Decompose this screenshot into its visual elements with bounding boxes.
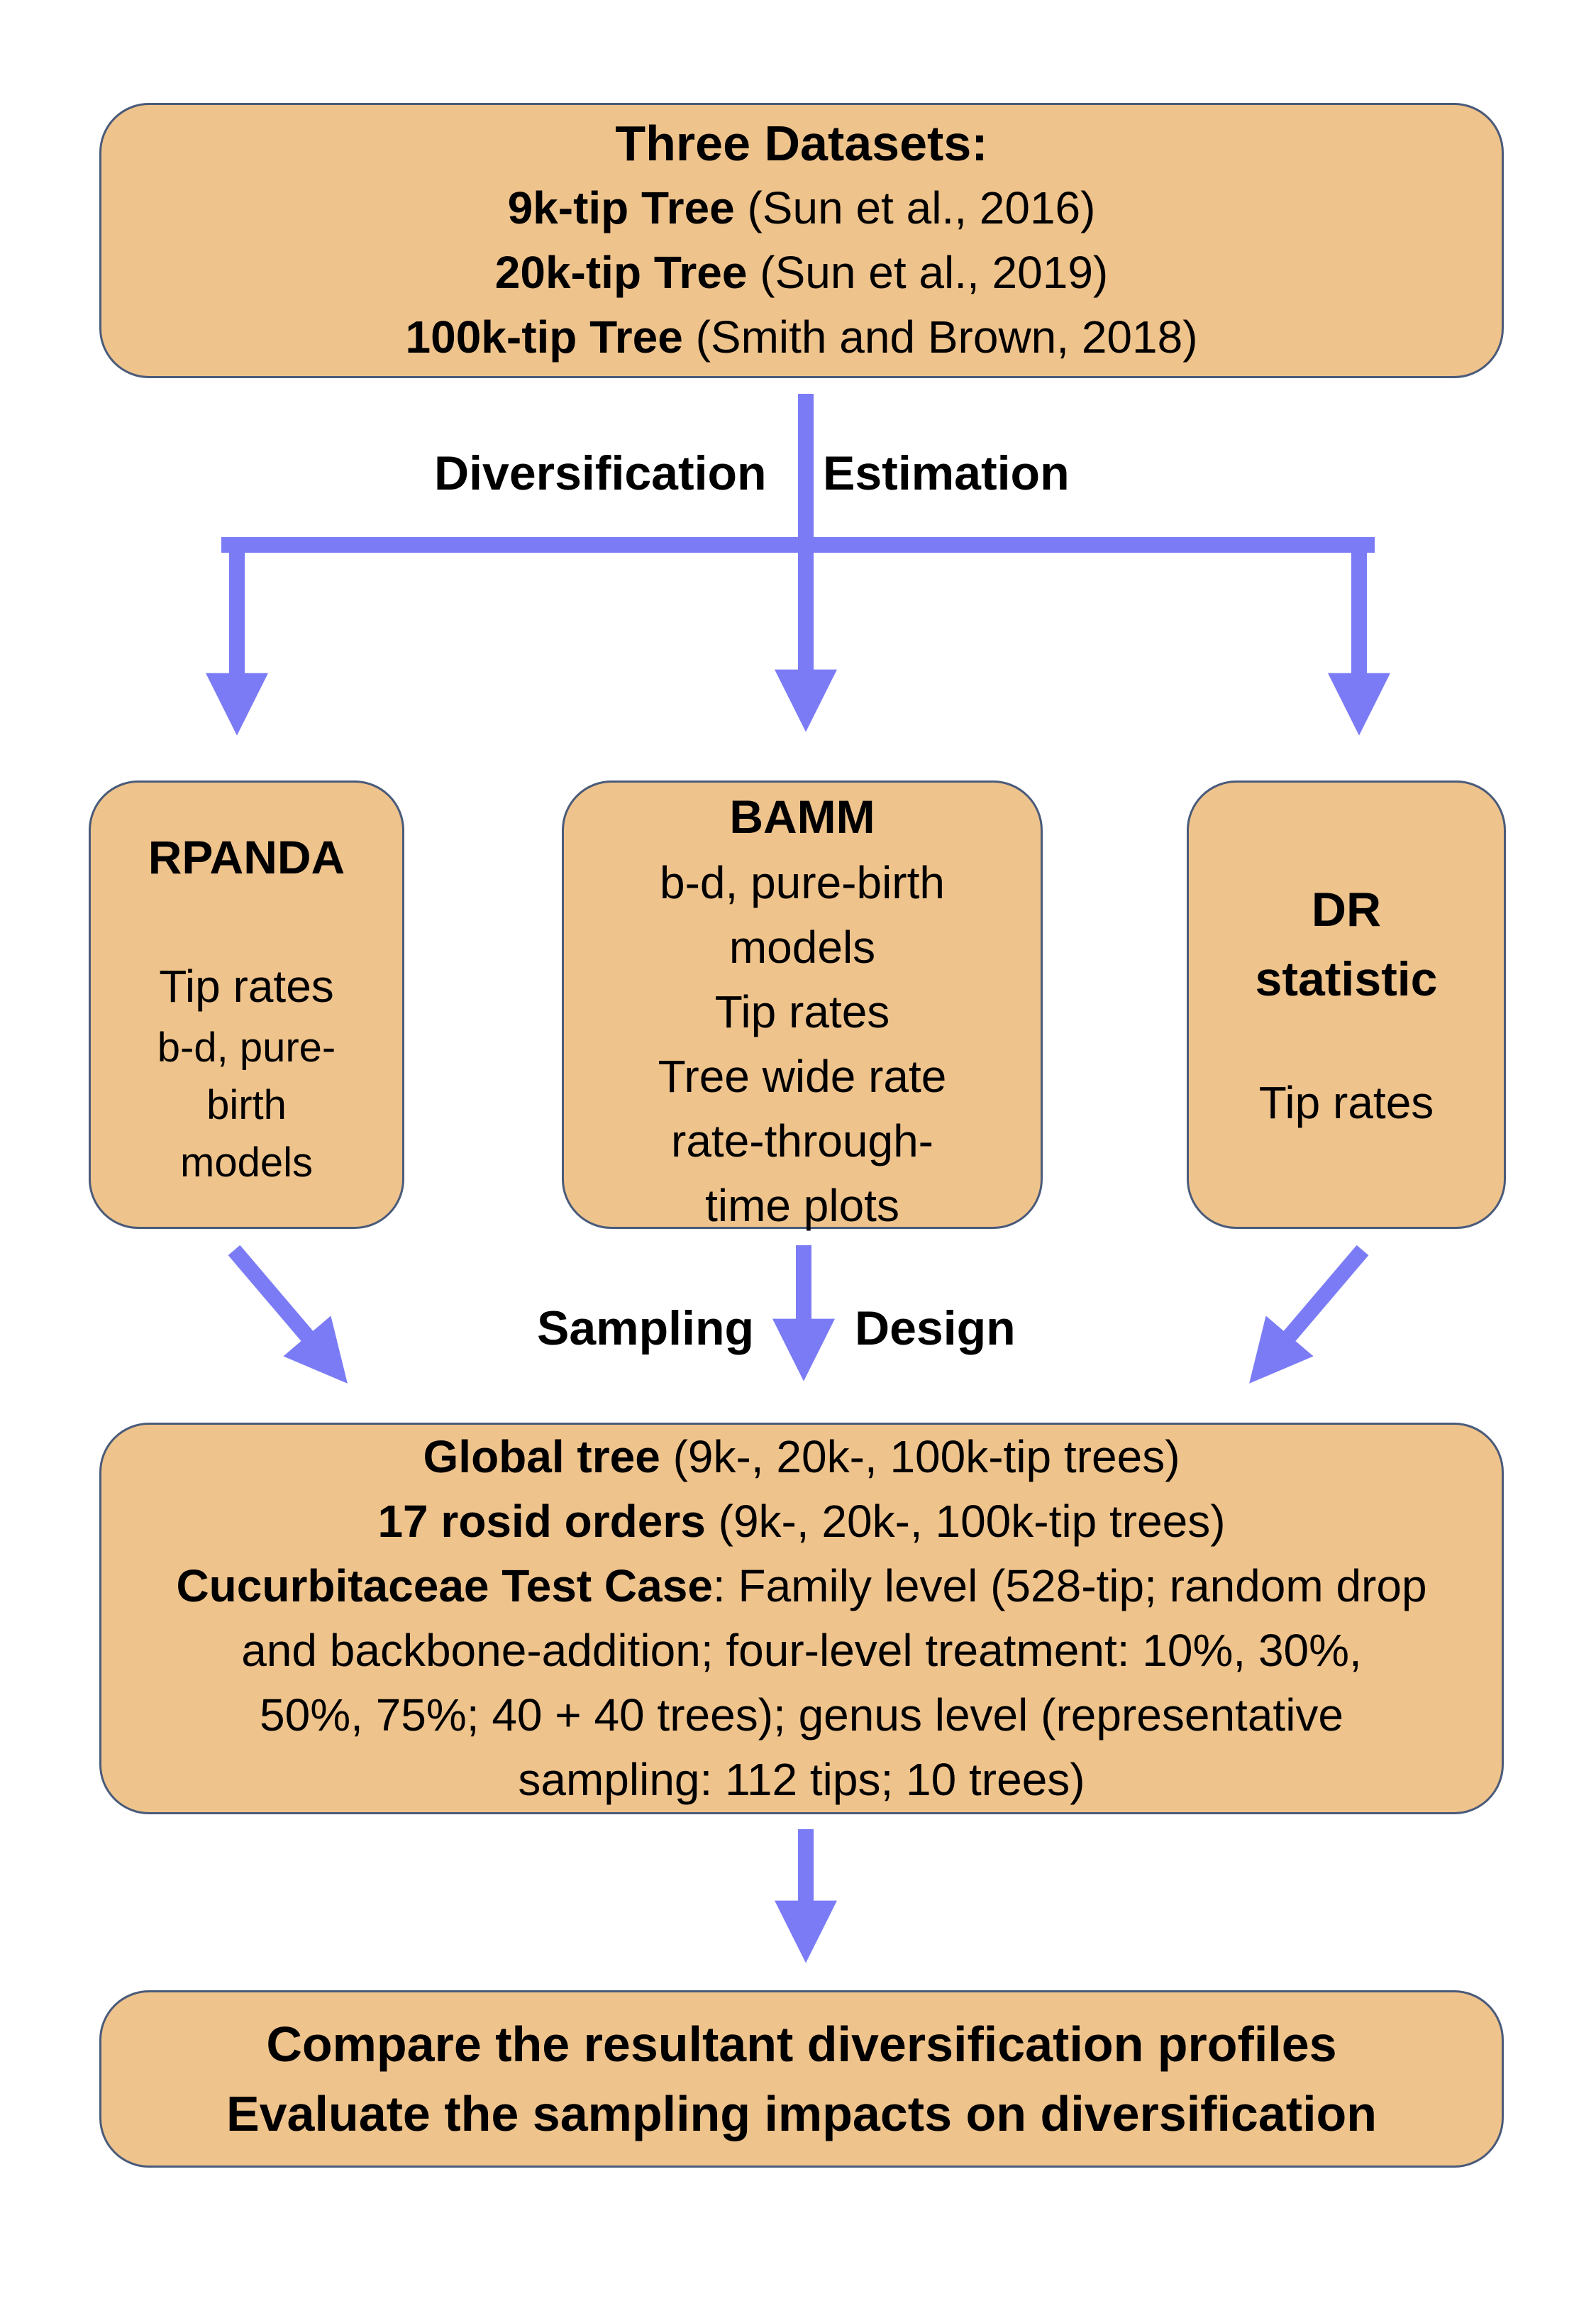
dataset-name: 100k-tip Tree (405, 311, 683, 363)
bamm-line: time plots (705, 1180, 899, 1231)
sampling-row: and backbone-addition; four-level treatm… (241, 1625, 1362, 1676)
dr-line: Tip rates (1258, 1077, 1434, 1128)
dr-title: DR (1311, 883, 1382, 937)
dataset-citation: (Sun et al., 2019) (747, 247, 1109, 298)
dataset-citation: (Sun et al., 2016) (734, 182, 1096, 233)
sampling-label: Sampling (537, 1301, 755, 1355)
bamm-line: models (728, 922, 876, 973)
estimation-label: Estimation (823, 446, 1070, 500)
bamm-line: Tree wide rate (658, 1051, 947, 1102)
datasets-title: Three Datasets: (615, 116, 988, 171)
bamm-box: BAMM b-d, pure-birth models Tip rates Tr… (562, 780, 1043, 1231)
dr-to-sampling-arrow (1249, 1245, 1369, 1384)
dr-box: DR statistic Tip rates (1187, 780, 1506, 1229)
compare-box: Compare the resultant diversification pr… (99, 1990, 1504, 2168)
diversification-label: Diversification (434, 446, 767, 500)
dataset-row: 20k-tip Tree (Sun et al., 2019) (495, 241, 1108, 305)
sampling-row-text: (9k-, 20k-, 100k-tip trees) (660, 1431, 1180, 1482)
bamm-line: Tip rates (714, 986, 890, 1037)
rpanda-line: b-d, pure- (157, 1025, 336, 1071)
compare-line: Evaluate the sampling impacts on diversi… (226, 2086, 1378, 2141)
bamm-line: rate-through- (671, 1115, 933, 1166)
dataset-row: 100k-tip Tree (Smith and Brown, 2018) (406, 305, 1198, 370)
bamm-title: BAMM (729, 790, 875, 843)
dataset-name: 9k-tip Tree (507, 182, 735, 233)
rpanda-to-sampling-arrow (228, 1245, 348, 1384)
rpanda-line: Tip rates (159, 961, 334, 1012)
design-label: Design (855, 1301, 1016, 1355)
rpanda-title: RPANDA (148, 831, 345, 883)
sampling-row-text: (9k-, 20k-, 100k-tip trees) (705, 1496, 1226, 1547)
sampling-row: Global tree (9k-, 20k-, 100k-tip trees) (423, 1425, 1180, 1489)
bamm-line: b-d, pure-birth (660, 857, 945, 908)
sampling-row-bold: Cucurbitaceae Test Case (176, 1560, 713, 1611)
rpanda-box: RPANDA Tip rates b-d, pure- birth models (89, 780, 404, 1229)
sampling-row-bold: Global tree (423, 1431, 660, 1482)
rpanda-line: birth (206, 1082, 287, 1128)
sampling-row-bold: 17 rosid orders (377, 1496, 706, 1547)
sampling-box: Global tree (9k-, 20k-, 100k-tip trees) … (99, 1423, 1504, 1814)
dr-title-2: statistic (1255, 952, 1438, 1006)
dataset-name: 20k-tip Tree (494, 247, 748, 298)
compare-line: Compare the resultant diversification pr… (266, 2017, 1337, 2072)
sampling-row: sampling: 112 tips; 10 trees) (518, 1754, 1085, 1805)
sampling-row-text: : Family level (528-tip; random drop (712, 1560, 1427, 1611)
rpanda-line: models (180, 1140, 313, 1186)
dataset-citation: (Smith and Brown, 2018) (682, 311, 1198, 363)
sampling-row: Cucurbitaceae Test Case: Family level (5… (176, 1554, 1426, 1618)
sampling-row: 50%, 75%; 40 + 40 trees); genus level (r… (260, 1689, 1343, 1740)
datasets-box: Three Datasets: 9k-tip Tree (Sun et al.,… (99, 103, 1504, 378)
sampling-row: 17 rosid orders (9k-, 20k-, 100k-tip tre… (377, 1489, 1225, 1554)
dataset-row: 9k-tip Tree (Sun et al., 2016) (508, 176, 1096, 241)
